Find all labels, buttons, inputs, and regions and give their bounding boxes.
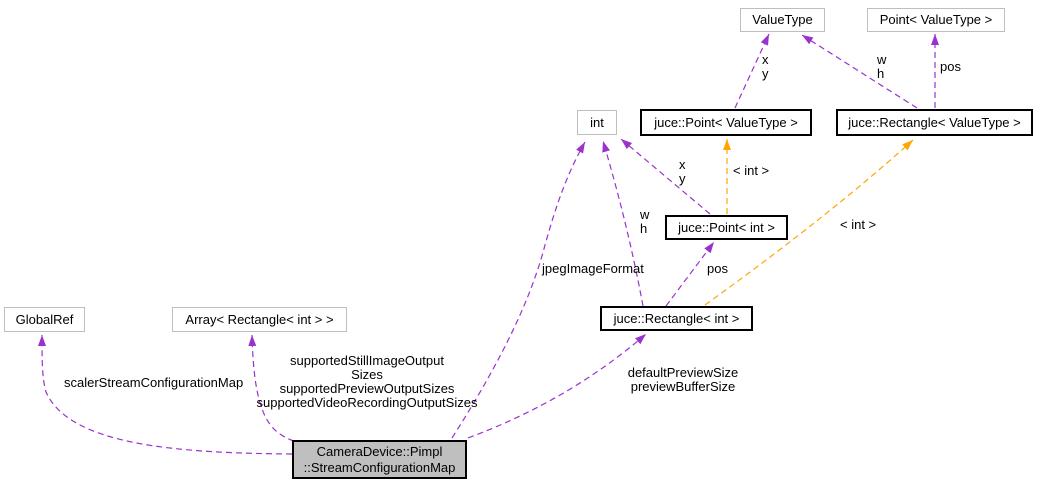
node-array-rectangle-int: Array< Rectangle< int > > bbox=[172, 307, 347, 332]
node-cameradevice-streamconfigurationmap: CameraDevice::Pimpl ::StreamConfiguratio… bbox=[292, 440, 467, 479]
edge-label-supported-sizes: supportedStillImageOutput Sizes supporte… bbox=[252, 354, 482, 410]
edge-label-scalerstreamconfigurationmap: scalerStreamConfigurationMap bbox=[64, 375, 244, 390]
edge-juce-point-int-to-int bbox=[620, 138, 711, 215]
edge-main-to-juce-rectangle-int bbox=[467, 333, 647, 439]
edge-label-template-rect-int: < int > bbox=[840, 217, 877, 232]
edge-label-preview-sizes: defaultPreviewSize previewBufferSize bbox=[600, 366, 766, 394]
edge-juce-rectangle-int-to-int bbox=[602, 140, 644, 307]
edge-label-sizes: Sizes bbox=[351, 367, 383, 382]
edge-label-supportedvideorecordingoutputsizes: supportedVideoRecordingOutputSizes bbox=[256, 395, 478, 410]
edge-label-template-point-int: < int > bbox=[733, 163, 770, 178]
edge-label-jpegimageformat: jpegImageFormat bbox=[542, 261, 644, 276]
edge-label-supportedpreviewoutputsizes: supportedPreviewOutputSizes bbox=[279, 381, 455, 396]
edge-label-supportedstillimageoutput: supportedStillImageOutput bbox=[290, 353, 444, 368]
main-node-line1: CameraDevice::Pimpl bbox=[316, 443, 443, 459]
node-juce-rectangle-valuetype[interactable]: juce::Rectangle< ValueType > bbox=[836, 109, 1033, 136]
edge-label-previewbuffersize: previewBufferSize bbox=[630, 379, 736, 394]
edge-label-mid-wh: w h bbox=[640, 208, 649, 236]
edge-main-to-globalref bbox=[38, 334, 293, 455]
node-juce-point-int[interactable]: juce::Point< int > bbox=[665, 215, 788, 240]
edge-label-top-x: x bbox=[762, 52, 769, 67]
node-int: int bbox=[577, 110, 617, 135]
edge-label-mid-w: w bbox=[640, 207, 650, 222]
node-juce-rectangle-int[interactable]: juce::Rectangle< int > bbox=[600, 306, 753, 331]
edge-label-defaultpreviewsize: defaultPreviewSize bbox=[627, 365, 739, 380]
node-valuetype: ValueType bbox=[740, 8, 825, 32]
edge-label-top-h: h bbox=[877, 66, 885, 81]
main-node-line2: ::StreamConfigurationMap bbox=[303, 459, 456, 475]
edge-label-mid-x: x bbox=[679, 157, 686, 172]
node-point-valuetype: Point< ValueType > bbox=[867, 8, 1005, 32]
edge-label-top-pos: pos bbox=[940, 59, 961, 74]
node-juce-point-valuetype[interactable]: juce::Point< ValueType > bbox=[640, 109, 812, 136]
edge-main-to-array bbox=[248, 334, 295, 442]
node-globalref: GlobalRef bbox=[4, 307, 85, 332]
edge-label-top-w: w bbox=[877, 52, 887, 67]
edge-label-top-wh: w h bbox=[877, 53, 886, 81]
edge-label-mid-pos: pos bbox=[707, 261, 728, 276]
edge-juce-rectangle-int-to-juce-point-int bbox=[665, 241, 715, 307]
edge-label-mid-h: h bbox=[640, 221, 648, 236]
edge-template-juce-rectangle-int-to-juce-rectangle-valuetype bbox=[704, 139, 914, 306]
edge-main-to-int-jpegimageformat bbox=[451, 141, 586, 439]
edge-label-mid-xy: x y bbox=[679, 158, 686, 186]
edge-label-top-y: y bbox=[762, 66, 769, 81]
edge-juce-point-valuetype-to-valuetype bbox=[734, 33, 770, 109]
edge-label-mid-y: y bbox=[679, 171, 686, 186]
edge-juce-rectangle-valuetype-to-valuetype bbox=[801, 34, 918, 109]
edge-label-top-xy: x y bbox=[762, 53, 769, 81]
